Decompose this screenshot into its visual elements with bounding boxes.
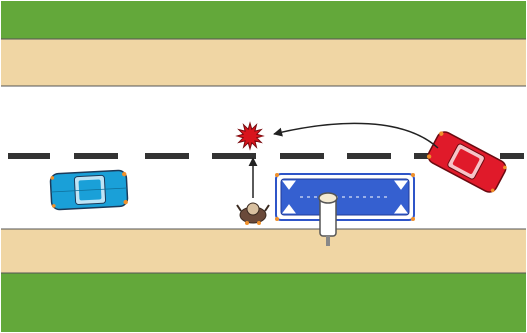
sidewalk-top	[1, 39, 526, 86]
parked-bus	[275, 173, 415, 221]
pedestrian	[236, 202, 270, 225]
grass-bottom	[1, 273, 526, 332]
sidewalk-bottom	[1, 229, 526, 273]
band-borders	[1, 38, 526, 274]
person-icon	[236, 202, 270, 225]
bollard-icon	[318, 192, 338, 246]
car-icon	[49, 169, 129, 211]
blue-car	[49, 169, 129, 211]
collision-point	[235, 121, 265, 151]
starburst-icon	[235, 121, 265, 151]
red-car-path	[273, 122, 439, 149]
bus-icon	[275, 173, 415, 221]
car-icon	[426, 131, 507, 193]
red-car	[426, 131, 507, 193]
grass-top	[1, 1, 526, 39]
bollard	[318, 192, 338, 246]
